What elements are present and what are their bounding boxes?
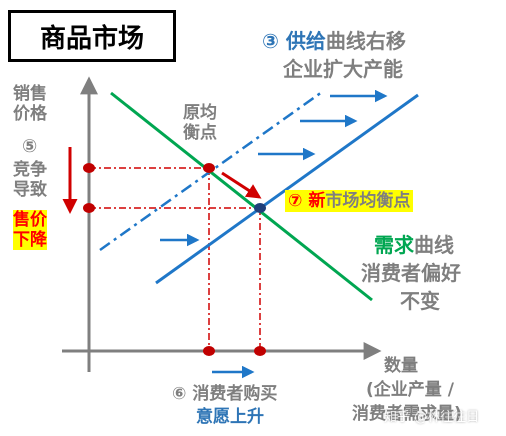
price-drop-line3: 售价 [13, 210, 47, 231]
page-title: 商品市场 [8, 10, 176, 62]
new-equilibrium-number: ⑦ [288, 191, 303, 211]
new-equilibrium-keyword: 新 [308, 191, 326, 211]
price-drop-line2: 导致 [13, 180, 47, 201]
quantity-rise-line1: 消费者购买 [192, 384, 278, 404]
y-axis-label-line1: 销售 [13, 84, 47, 104]
demand-line3: 不变 [400, 289, 440, 313]
demand-curve [110, 91, 373, 302]
x-axis-label-line1: 数量 [384, 356, 418, 376]
supply-shift-keyword: 供给 [285, 29, 326, 53]
x-axis-label-line3: 消费者需求量) [352, 404, 462, 424]
old-equilibrium-point [203, 163, 215, 173]
supply-shift-number: ③ [262, 29, 279, 53]
new-equilibrium-point [254, 203, 266, 213]
new-equilibrium-rest: 市场均衡点 [325, 191, 411, 211]
demand-rest: 曲线 [414, 233, 454, 257]
old-price-point [83, 163, 95, 173]
price-drop-highlight: 售价 下降 [13, 210, 47, 251]
new-price-point [83, 203, 95, 213]
new-equilibrium-label: ⑦ 新市场均衡点 [285, 190, 414, 213]
x-axis-label-line2: (企业产量 / [366, 380, 454, 400]
supply-shift-rest: 曲线右移 [325, 29, 406, 53]
demand-line2: 消费者偏好 [361, 261, 461, 285]
price-drop-number: ⑤ [22, 136, 38, 157]
y-axis-label-line2: 价格 [13, 104, 47, 125]
original-equilibrium-line1: 原均 [183, 103, 217, 123]
original-equilibrium-line2: 衡点 [183, 123, 217, 144]
price-drop-line1: 竞争 [13, 160, 47, 180]
demand-caption: 需求曲线 [374, 233, 454, 258]
quantity-rise-number: ⑥ [172, 384, 187, 404]
new-supply-curve [155, 93, 419, 285]
new-quantity-point [254, 346, 266, 356]
demand-keyword: 需求 [374, 233, 414, 257]
y-axis-label: 销售 价格 [13, 84, 47, 124]
quantity-rise-line2: 意愿上升 [196, 407, 264, 427]
supply-shift-line2: 企业扩大产能 [283, 57, 403, 81]
price-drop-line4: 下降 [13, 230, 47, 251]
watermark: 知乎 @林往往日 [384, 410, 480, 425]
old-quantity-point [203, 346, 215, 356]
equilibrium-move-arrow [221, 171, 262, 199]
quantity-rise-caption: ⑥ 消费者购买 [172, 384, 277, 404]
original-equilibrium-label: 原均 衡点 [183, 103, 217, 143]
supply-shift-caption: ③ 供给曲线右移 [262, 29, 406, 54]
price-drop-caption: 竞争 导致 [13, 160, 47, 200]
